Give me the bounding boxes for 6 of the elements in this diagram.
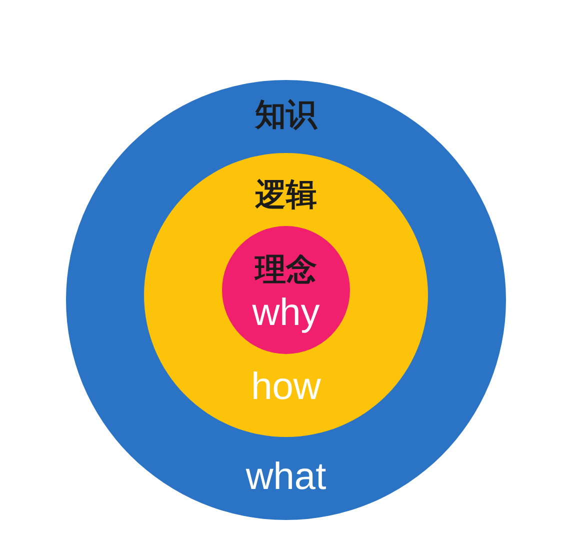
layer-question: why <box>252 291 320 335</box>
layer-question: how <box>251 365 321 409</box>
layer-title: 逻辑 <box>255 176 317 215</box>
layer-title: 知识 <box>255 96 317 135</box>
layer-question: what <box>246 455 326 499</box>
layer-title: 理念 <box>255 251 317 290</box>
